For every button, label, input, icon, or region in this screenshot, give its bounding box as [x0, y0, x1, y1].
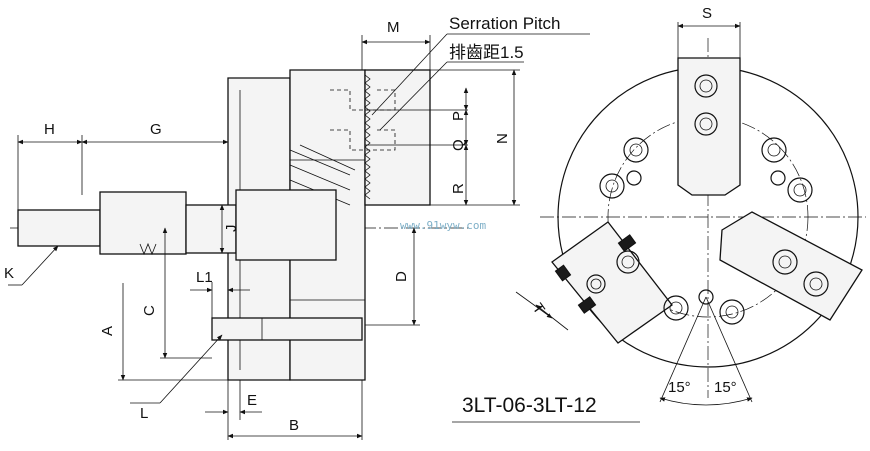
side-dimensions: M Serration Pitch 排齒距1.5 P Q R N H G K [4, 14, 590, 440]
dim-e-label: E [247, 392, 257, 409]
model-label: 3LT-06-3LT-12 [462, 394, 597, 417]
dim-l-label: L [140, 405, 148, 422]
jaw-lower-left [551, 221, 673, 344]
dim-j-label: J [223, 225, 240, 233]
dim-a-label: A [99, 326, 116, 336]
dim-p-label: P [450, 111, 467, 121]
serration-teeth [364, 74, 371, 200]
serration-pitch-label: Serration Pitch [449, 14, 561, 33]
dim-q-label: Q [450, 139, 467, 151]
watermark: www.91wyw.com [400, 219, 486, 232]
dim-c-label: C [141, 305, 158, 316]
dim-k-label: K [4, 265, 14, 282]
serration-pitch-cn-label: 排齒距1.5 [449, 43, 524, 62]
dim-r-label: R [450, 183, 467, 194]
dim-h-label: H [44, 121, 55, 138]
draw-plunger [235, 189, 337, 261]
jaw-top [677, 57, 741, 196]
dim-n-label: N [494, 133, 511, 144]
dim-b-label: B [289, 417, 299, 434]
angle-right-label: 15° [714, 379, 737, 396]
dim-d-label: D [393, 271, 410, 282]
spring [139, 242, 157, 256]
jaw-right [719, 211, 863, 321]
draw-screw-head [185, 204, 237, 254]
dim-m-label: M [387, 19, 400, 36]
dim-l1-label: L1 [196, 269, 213, 286]
wedge-hatch [289, 144, 356, 206]
mounting-bolt [211, 317, 363, 341]
draw-nut [99, 191, 187, 255]
body-bolts [599, 137, 813, 325]
jaw-screws [586, 74, 829, 297]
dim-s-label: S [702, 5, 712, 22]
dim-g-label: G [150, 121, 162, 138]
draw-tube-end [17, 209, 101, 247]
side-view [10, 69, 470, 381]
top-jaw [364, 69, 431, 206]
front-view: S T 15° 15° 3LT-06-3LT-12 [452, 5, 866, 423]
angle-left-label: 15° [668, 379, 691, 396]
